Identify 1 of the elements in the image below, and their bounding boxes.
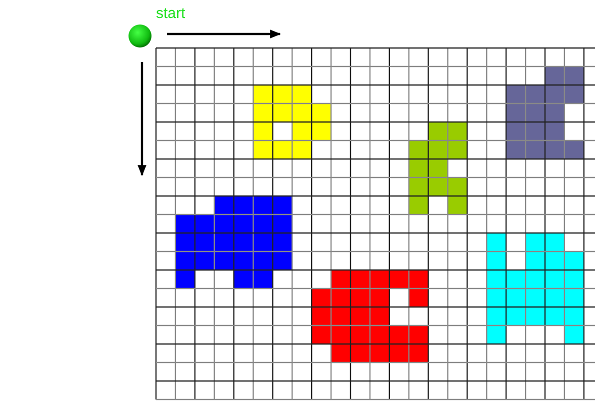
start-label: start <box>156 5 186 22</box>
